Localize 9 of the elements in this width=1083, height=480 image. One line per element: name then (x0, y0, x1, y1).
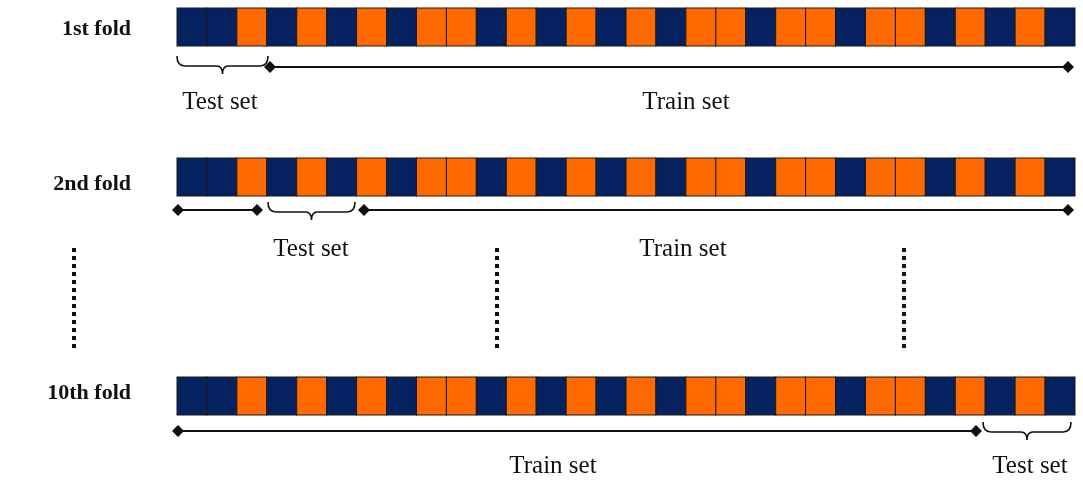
fold-label: 2nd fold (53, 172, 131, 194)
test-set-label: Test set (182, 87, 258, 113)
fold-label: 1st fold (61, 17, 131, 39)
test-set-label: Test set (992, 451, 1068, 477)
test-set-label: Test set (273, 234, 349, 260)
train-set-label: Train set (509, 451, 597, 477)
fold-label: 10th fold (47, 381, 131, 403)
train-set-label: Train set (642, 87, 730, 113)
train-set-label: Train set (639, 234, 727, 260)
